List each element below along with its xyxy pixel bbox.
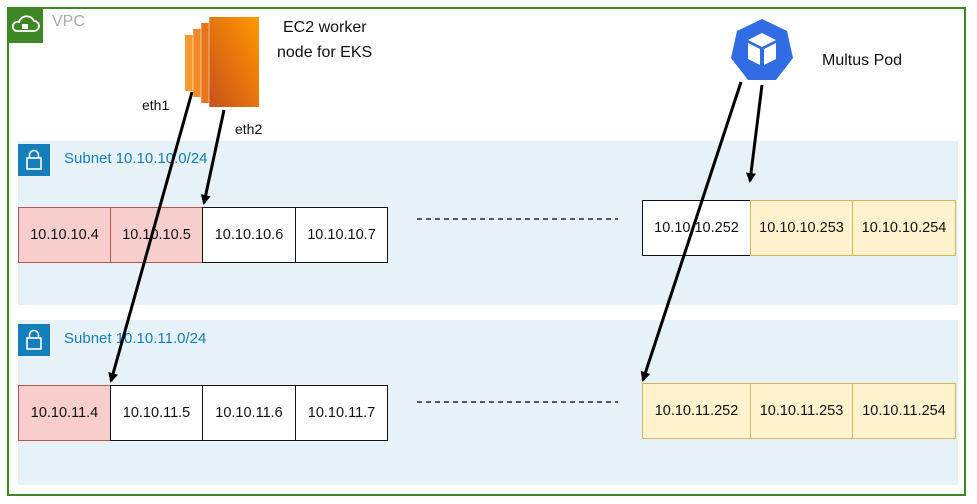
cloud-lock-icon: [11, 15, 40, 32]
ip-cell: 10.10.11.253: [750, 383, 853, 439]
ip-cell: 10.10.11.254: [852, 383, 956, 439]
ip-cell: 10.10.10.4: [18, 207, 111, 263]
eth1-arrow: [108, 91, 194, 383]
vpc-badge: [7, 7, 43, 43]
ip-cell: 10.10.10.6: [202, 207, 296, 263]
lock-icon: [26, 329, 42, 350]
pod-arrow-subnet2: [640, 81, 743, 382]
multus-pod-label: Multus Pod: [822, 52, 903, 69]
ip-cell: 10.10.11.5: [110, 385, 203, 441]
ip-cell: 10.10.11.252: [642, 383, 751, 439]
ip-cell: 10.10.10.254: [852, 200, 956, 256]
vpc-label: VPC: [52, 13, 85, 30]
subnet-badge-2: [18, 324, 50, 356]
kubernetes-pod-icon: [731, 19, 793, 80]
eth2-label: eth2: [235, 121, 263, 137]
ip-cell: 10.10.11.4: [18, 385, 111, 441]
ec2-label-line2: node for EKS: [277, 44, 373, 61]
subnet-label-2: Subnet 10.10.11.0/24: [64, 330, 207, 347]
ip-cell: 10.10.11.6: [202, 385, 296, 441]
ec2-instance-icon: [185, 17, 259, 107]
pod-arrow-subnet1: [746, 84, 764, 183]
ec2-label-line1: EC2 worker: [283, 19, 367, 36]
eth1-label: eth1: [142, 97, 170, 113]
ip-cell: 10.10.10.252: [642, 200, 751, 256]
ip-cell: 10.10.10.7: [295, 207, 388, 263]
subnet-badge-1: [18, 144, 50, 176]
ip-cell: 10.10.11.7: [295, 385, 388, 441]
ip-cell: 10.10.10.253: [750, 200, 853, 256]
lock-icon: [26, 149, 42, 170]
eth2-arrow: [200, 109, 226, 205]
